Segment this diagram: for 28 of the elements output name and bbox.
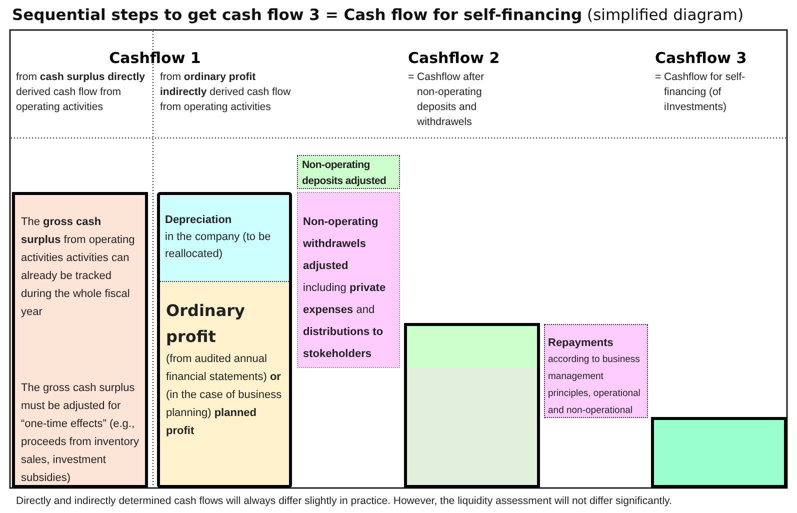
column-description: = Cashflow after non-operating deposits and withdrawels bbox=[408, 70, 486, 130]
box-heading: The gross cash surplus from operating activities activities can already be tracked during the whole fiscal year bbox=[21, 215, 136, 320]
box-text: Non-operating deposits adjusted bbox=[302, 158, 388, 189]
column-description: from ordinary profit indirectly derived cash flow from operating activities bbox=[160, 70, 292, 115]
cashflow-bar bbox=[651, 417, 787, 488]
deposits-box bbox=[297, 155, 400, 189]
diagram-title: Sequential steps to get cash flow 3 = Cash flow for self-financing (simplified diagram) bbox=[12, 5, 745, 26]
column-description: = Cashflow for self-financing (of iInvestments) bbox=[655, 70, 746, 115]
column-heading: Cashflow 1 bbox=[108, 48, 202, 69]
box-text: The gross cash surplus must be adjusted for “one-time effects” (e.g., proceeds from inventory sales, investment subsidies) bbox=[21, 381, 139, 486]
column-description: from cash surplus directly derived cash flow from operating activities bbox=[16, 70, 146, 115]
column-heading: Cashflow 2 bbox=[408, 48, 501, 69]
cash-surplus-box bbox=[12, 192, 148, 488]
box-text: (from audited annual financial statements) or (in the case of business planning) planned profit bbox=[166, 352, 283, 439]
box-heading: Depreciation bbox=[165, 213, 233, 228]
repayments-box bbox=[544, 324, 648, 418]
cashflow-bar bbox=[404, 323, 540, 488]
box-heading: Ordinary profit bbox=[166, 300, 246, 348]
box-text: according to business management principles, operational and non-operational bbox=[548, 353, 642, 418]
column-heading: Cashflow 3 bbox=[655, 48, 748, 69]
footnote: Directly and indirectly determined cash flows will always differ slightly in practice. However, the liquidity assessment will not differ significantly. bbox=[16, 494, 673, 509]
ordinary-profit-box bbox=[160, 282, 289, 485]
box-text: Non-operating withdrawels adjusted including private expenses and distributions to stokeholders bbox=[303, 215, 387, 362]
box-text: in the company (to be reallocated) bbox=[165, 230, 272, 262]
outline-box bbox=[157, 192, 292, 488]
depreciation-box bbox=[160, 195, 289, 282]
box-heading: Repayments bbox=[548, 336, 614, 351]
withdrawals-box bbox=[297, 192, 400, 368]
